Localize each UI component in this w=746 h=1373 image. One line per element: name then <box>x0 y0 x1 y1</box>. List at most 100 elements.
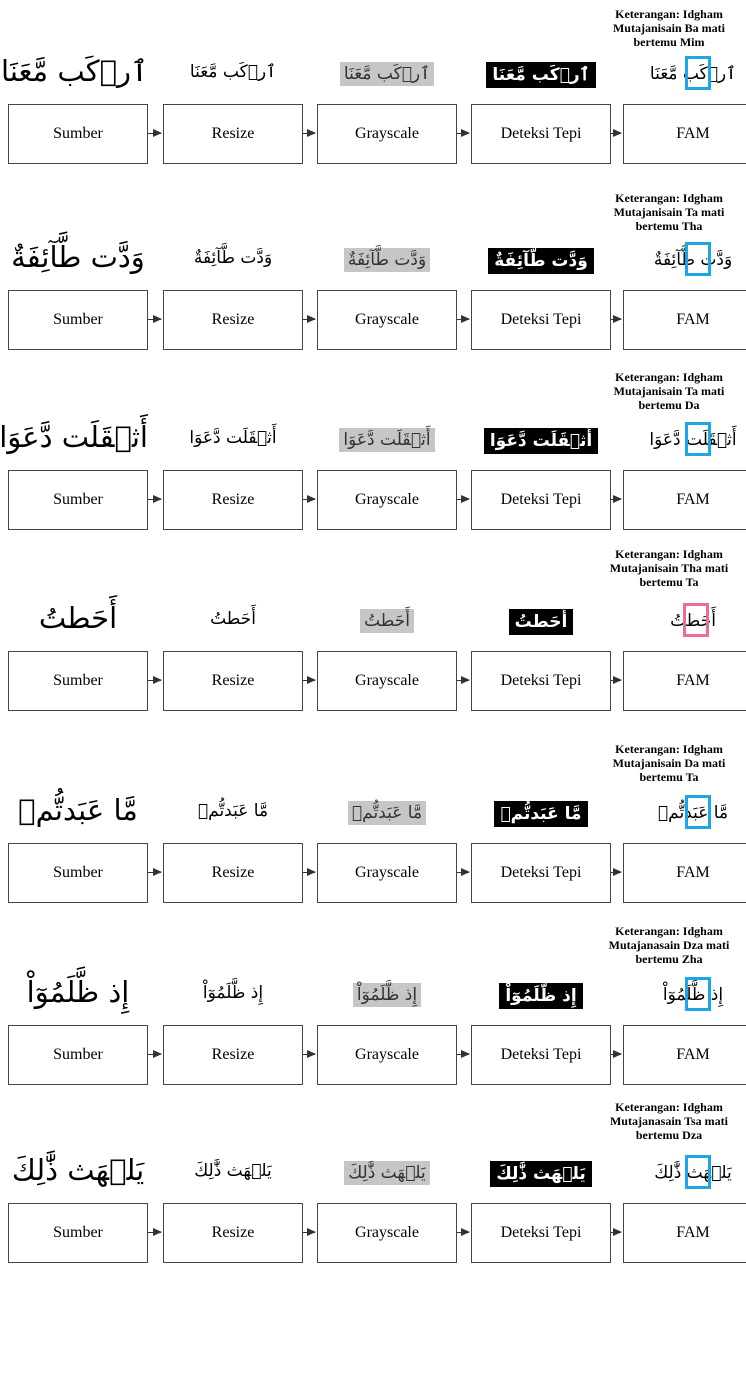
arabic-phrase: أَثۡقَلَت دَّعَوَا <box>0 420 148 454</box>
deteksi-tepi-arabic-text: ٱرۡكَب مَّعَنَا <box>471 62 611 89</box>
deteksi-tepi-arabic-text: وَدَّت طَّآئِفَةٌ <box>471 248 611 275</box>
arabic-phrase: إِذ ظَّلَمُوٓاْ <box>499 983 583 1010</box>
fam-box: FAM <box>623 1025 746 1085</box>
keterangan-note: Keterangan: Idgham Mutajanisain Da mati … <box>612 742 726 784</box>
flow-arrow <box>611 129 622 137</box>
flow-arrow <box>611 1050 622 1058</box>
detection-highlight-box <box>684 977 711 1011</box>
arabic-phrase: وَدَّت طَّآئِفَةٌ <box>653 250 733 270</box>
deteksi-tepi-box: Deteksi Tepi <box>471 1025 611 1085</box>
grayscale-arabic-text: يَلۡهَث ذَّٰلِكَ <box>317 1161 457 1186</box>
grayscale-arabic-text: أَحَطتُ <box>317 609 457 634</box>
fam-result: ٱرۡكَب مَّعَنَا <box>648 56 738 90</box>
fam-result: أَثۡقَلَت دَّعَوَا <box>647 422 738 456</box>
arabic-phrase: مَّا عَبَدتُّمۡ <box>18 793 138 827</box>
fam-result: مَّا عَبَدتُّمۡ <box>656 795 730 829</box>
grayscale-box: Grayscale <box>317 104 457 164</box>
fam-arabic-text: ٱرۡكَب مَّعَنَا <box>623 56 746 90</box>
detection-highlight-box <box>684 422 711 456</box>
deteksi-tepi-arabic-text: إِذ ظَّلَمُوٓاْ <box>471 983 611 1010</box>
flow-arrow <box>303 1228 316 1236</box>
fam-box: FAM <box>623 843 746 903</box>
deteksi-tepi-box: Deteksi Tepi <box>471 843 611 903</box>
sumber-arabic-text: وَدَّت طَّآئِفَةٌ <box>8 240 148 275</box>
sumber-box: Sumber <box>8 1203 148 1263</box>
fam-result: إِذ ظَّلَمُوٓاْ <box>661 977 725 1011</box>
arabic-phrase: أَثۡقَلَت دَّعَوَا <box>339 428 435 453</box>
sumber-arabic-text: أَثۡقَلَت دَّعَوَا <box>0 420 148 455</box>
resize-box: Resize <box>163 470 303 530</box>
arabic-phrase: وَدَّت طَّآئِفَةٌ <box>488 248 594 275</box>
keterangan-note: Keterangan: Idgham Mutajanisain Ta mati … <box>613 370 725 412</box>
fam-box: FAM <box>623 290 746 350</box>
fam-arabic-text: يَلۡهَث ذَّٰلِكَ <box>623 1155 746 1189</box>
resize-arabic-text: إِذ ظَّلَمُوٓاْ <box>163 983 303 1003</box>
flow-arrow <box>457 315 470 323</box>
fam-box: FAM <box>623 470 746 530</box>
arabic-phrase: إِذ ظَّلَمُوٓاْ <box>26 975 130 1009</box>
flow-arrow <box>611 315 622 323</box>
flow-arrow <box>611 676 622 684</box>
fam-box: FAM <box>623 651 746 711</box>
arabic-phrase: مَّا عَبَدتُّمۡ <box>494 801 588 828</box>
sumber-box: Sumber <box>8 290 148 350</box>
deteksi-tepi-box: Deteksi Tepi <box>471 104 611 164</box>
fam-arabic-text: مَّا عَبَدتُّمۡ <box>623 795 746 829</box>
arabic-phrase: مَّا عَبَدتُّمۡ <box>197 801 269 821</box>
grayscale-box: Grayscale <box>317 290 457 350</box>
sumber-arabic-text: أَحَطتُ <box>8 601 148 636</box>
arabic-phrase: ٱرۡكَب مَّعَنَا <box>486 62 596 89</box>
grayscale-box: Grayscale <box>317 1025 457 1085</box>
sumber-box: Sumber <box>8 843 148 903</box>
flow-arrow <box>303 1050 316 1058</box>
deteksi-tepi-box: Deteksi Tepi <box>471 470 611 530</box>
sumber-arabic-text: إِذ ظَّلَمُوٓاْ <box>8 975 148 1010</box>
deteksi-tepi-box: Deteksi Tepi <box>471 290 611 350</box>
deteksi-tepi-arabic-text: أَحَطتُ <box>471 609 611 636</box>
fam-result: وَدَّت طَّآئِفَةٌ <box>652 242 734 276</box>
grayscale-arabic-text: ٱرۡكَب مَّعَنَا <box>317 62 457 87</box>
keterangan-note: Keterangan: Idgham Mutajanisain Tha mati… <box>609 547 729 589</box>
flow-arrow <box>148 1228 162 1236</box>
arabic-phrase: إِذ ظَّلَمُوٓاْ <box>202 983 264 1003</box>
fam-box: FAM <box>623 104 746 164</box>
arabic-phrase: أَحَطتُ <box>360 609 414 634</box>
fam-result: يَلۡهَث ذَّٰلِكَ <box>652 1155 734 1189</box>
arabic-phrase: أَثۡقَلَت دَّعَوَا <box>649 430 737 450</box>
arabic-phrase: يَلۡهَث ذَّٰلِكَ <box>194 1161 272 1181</box>
flow-arrow <box>611 495 622 503</box>
resize-box: Resize <box>163 290 303 350</box>
fam-box: FAM <box>623 1203 746 1263</box>
arabic-phrase: ٱرۡكَب مَّعَنَا <box>339 62 435 87</box>
sumber-box: Sumber <box>8 1025 148 1085</box>
arabic-phrase: أَحَطتُ <box>670 611 716 631</box>
flow-arrow <box>457 129 470 137</box>
arabic-phrase: وَدَّت طَّآئِفَةٌ <box>343 248 431 273</box>
detection-highlight-box <box>683 603 709 637</box>
deteksi-tepi-box: Deteksi Tepi <box>471 1203 611 1263</box>
arabic-phrase: مَّا عَبَدتُّمۡ <box>347 801 427 826</box>
flow-arrow <box>148 495 162 503</box>
flow-arrow <box>457 1050 470 1058</box>
flow-arrow <box>148 129 162 137</box>
deteksi-tepi-arabic-text: يَلۡهَث ذَّٰلِكَ <box>471 1161 611 1188</box>
fam-arabic-text: إِذ ظَّلَمُوٓاْ <box>623 977 746 1011</box>
arabic-phrase: يَلۡهَث ذَّٰلِكَ <box>654 1163 732 1183</box>
grayscale-box: Grayscale <box>317 843 457 903</box>
flow-arrow <box>148 868 162 876</box>
flow-arrow <box>457 495 470 503</box>
detection-highlight-box <box>684 795 711 829</box>
grayscale-arabic-text: إِذ ظَّلَمُوٓاْ <box>317 983 457 1008</box>
keterangan-note: Keterangan: Idgham Mutajanisain Ta mati … <box>613 191 725 233</box>
arabic-phrase: يَلۡهَث ذَّٰلِكَ <box>344 1161 430 1186</box>
resize-arabic-text: ٱرۡكَب مَّعَنَا <box>163 62 303 82</box>
resize-arabic-text: مَّا عَبَدتُّمۡ <box>163 801 303 821</box>
fam-arabic-text: أَحَطتُ <box>623 603 746 637</box>
flow-arrow <box>303 129 316 137</box>
deteksi-tepi-arabic-text: أَثۡقَلَت دَّعَوَا <box>471 428 611 455</box>
